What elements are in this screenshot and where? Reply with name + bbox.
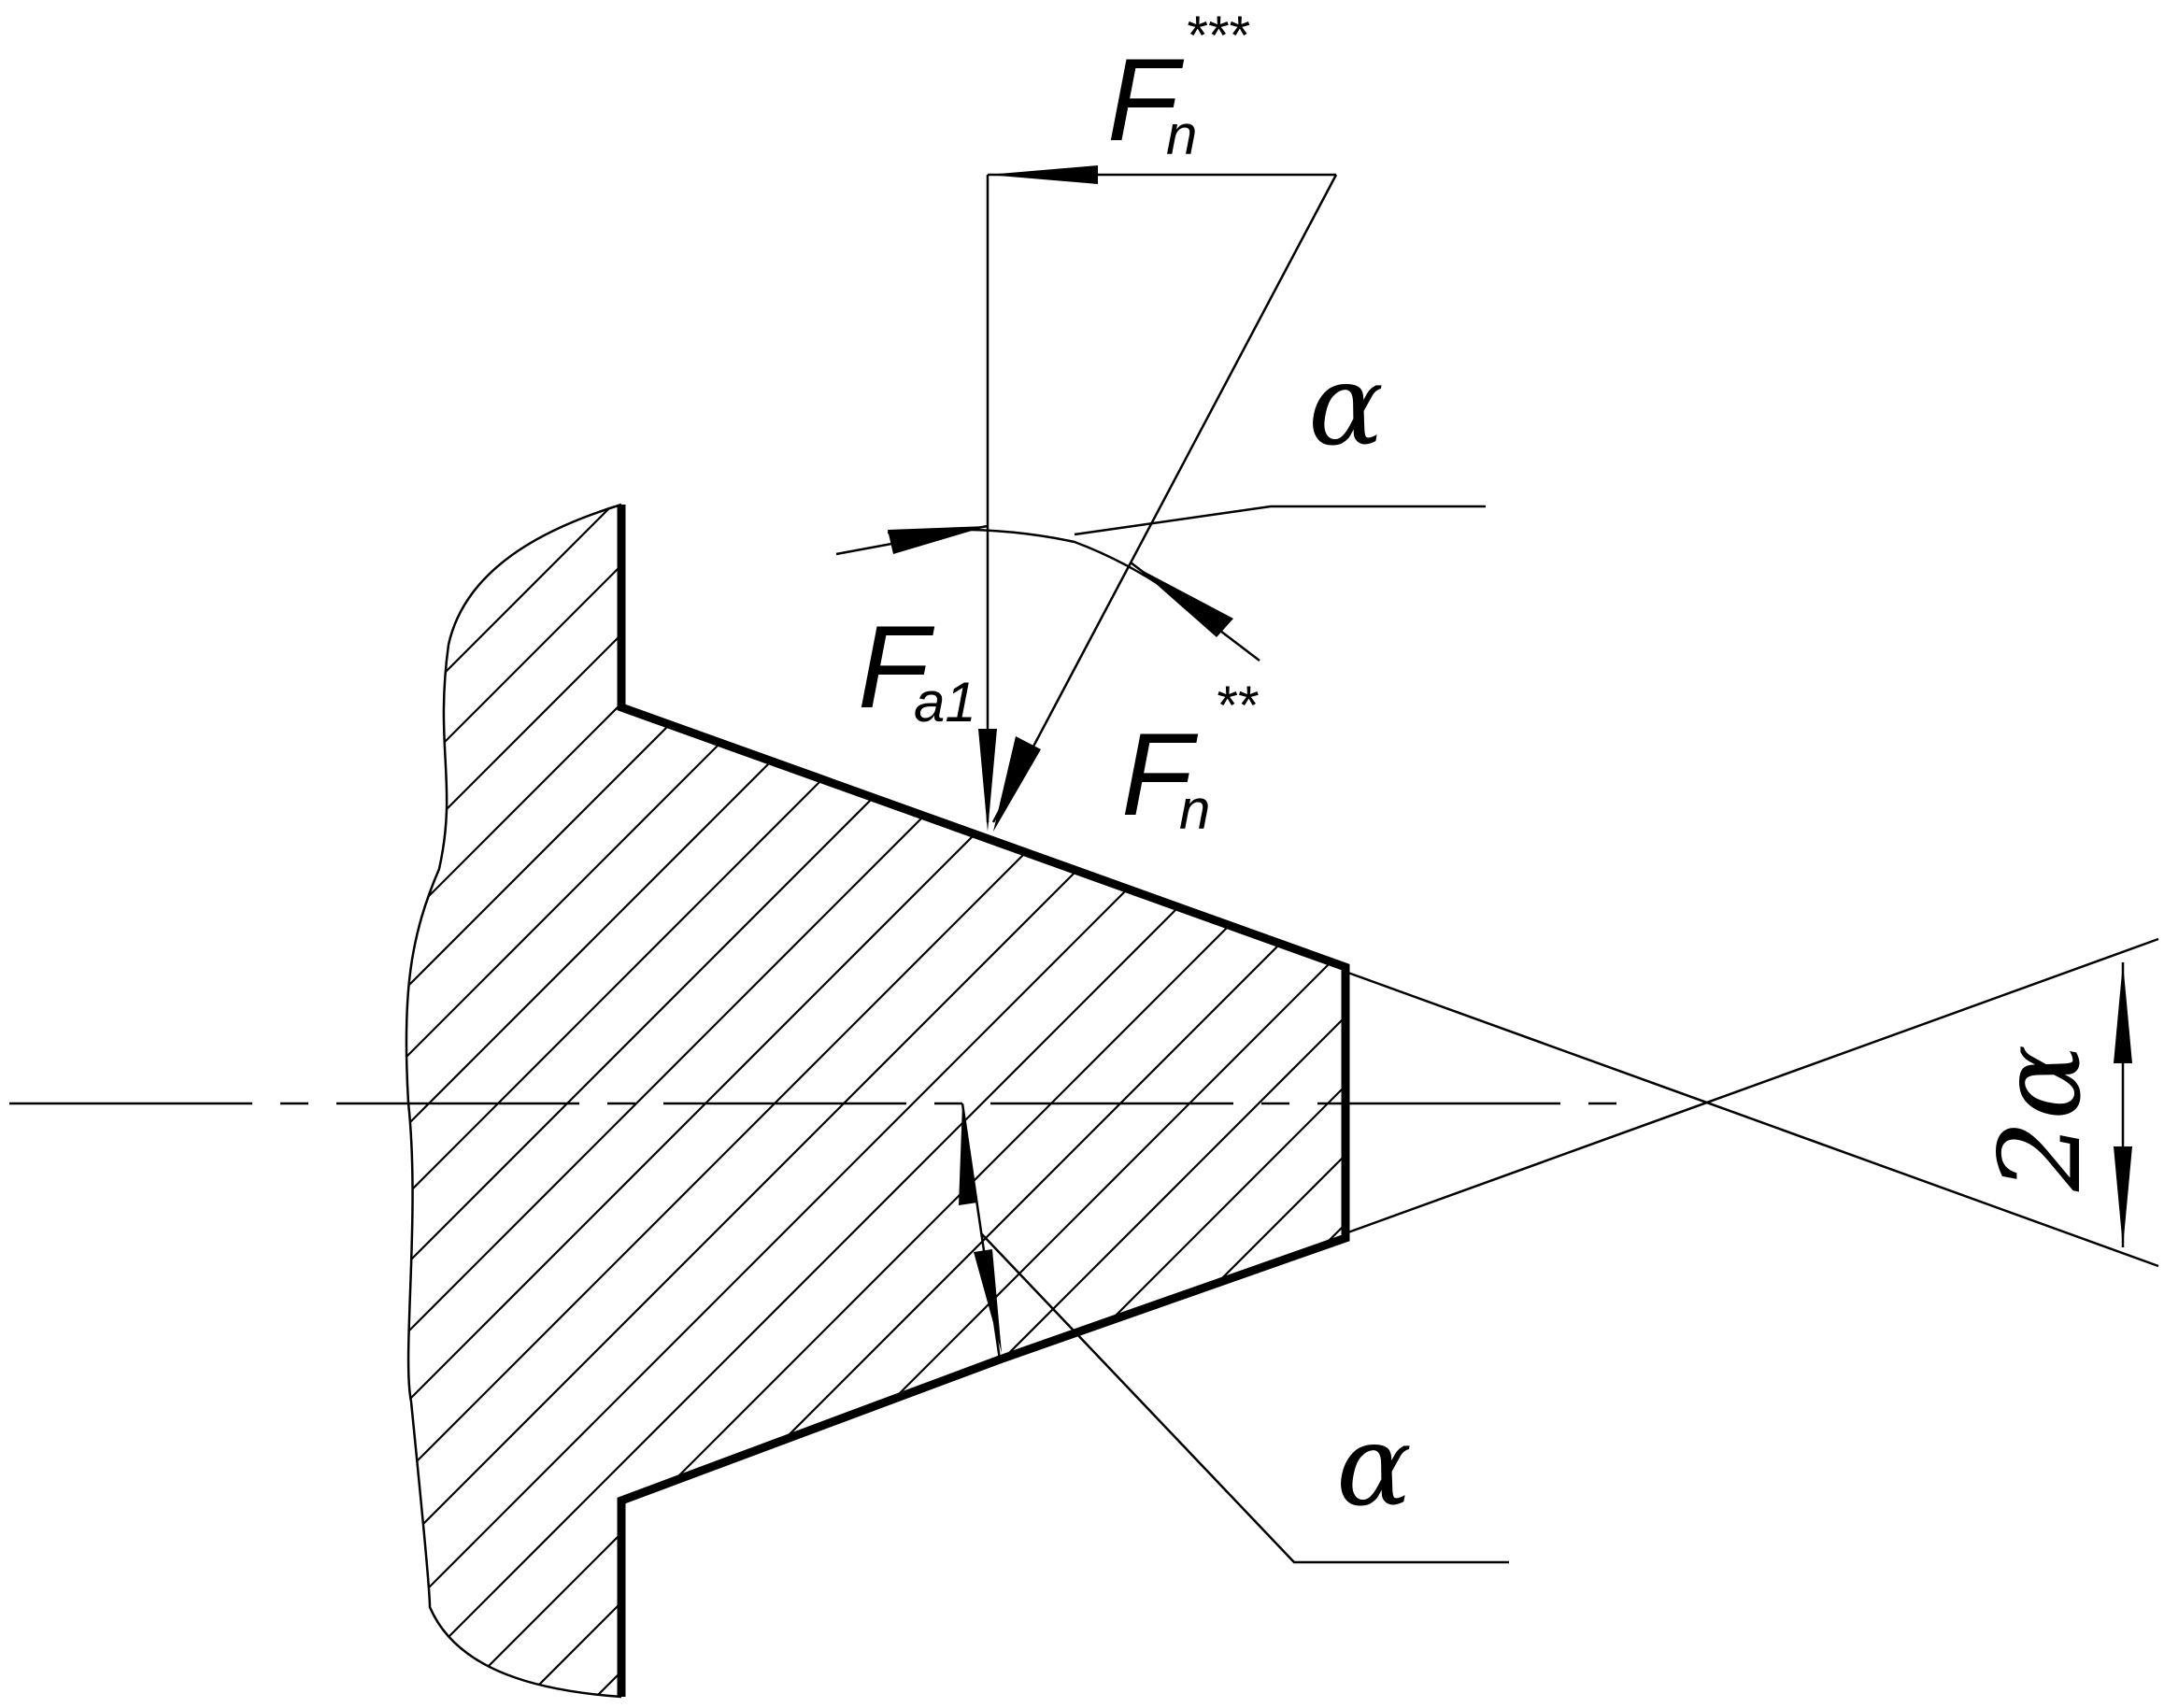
label-f-a1: F a1 — [858, 603, 976, 733]
hatch-line — [406, 505, 1345, 1697]
svg-text:n: n — [1166, 104, 1197, 166]
hatch-line — [406, 505, 1257, 1697]
hatch-line — [862, 505, 1345, 1697]
hatch-line — [406, 505, 1118, 1697]
hatch-line — [1001, 505, 1345, 1697]
hatch-line — [406, 505, 980, 1697]
lower-angle-arrow-down — [974, 1249, 1002, 1353]
svg-text:F: F — [858, 603, 935, 733]
hatch-line — [1555, 0, 2164, 1708]
force-fn3-arrowhead — [988, 165, 1098, 184]
cone-extension-lower — [1345, 937, 2159, 1235]
svg-text:F: F — [1107, 36, 1185, 165]
force-fn2-line — [991, 174, 1338, 823]
hatch-line — [406, 505, 1188, 1697]
label-alpha-top: α — [1308, 341, 1384, 471]
lower-angle-arrow-up — [959, 1103, 977, 1205]
label-f-n-star3: F n *** — [1107, 6, 1250, 166]
hatch-line — [406, 505, 1345, 1697]
alpha-top-leader — [1074, 505, 1486, 536]
hatch-line — [724, 505, 1345, 1697]
hatch-line — [406, 505, 1049, 1697]
hatch-line — [406, 505, 1345, 1697]
svg-text:a1: a1 — [914, 671, 976, 733]
angle-arc-top — [887, 528, 1216, 627]
hatch-line — [406, 505, 1345, 1697]
svg-text:n: n — [1179, 778, 1210, 841]
arc-arrow-left — [888, 526, 988, 554]
hatch-line — [1070, 505, 1345, 1697]
svg-text:***: *** — [1185, 6, 1250, 66]
hatch-line — [406, 505, 1345, 1697]
alpha-bottom-leader — [980, 1232, 1509, 1564]
force-fn2-arrowhead — [993, 736, 1041, 832]
hatch-line — [1486, 0, 2164, 1708]
label-alpha-bottom: α — [1336, 1402, 1412, 1531]
label-two-alpha: 2α — [1976, 1045, 2106, 1192]
part-outline-top — [617, 505, 1350, 1697]
hatch-line — [1347, 0, 2164, 1708]
svg-text:**: ** — [1215, 676, 1260, 736]
hatch-line — [406, 505, 1345, 1697]
hatch-line — [406, 505, 1345, 1697]
force-fa1-arrowhead — [978, 729, 997, 832]
label-f-n-star2: F n ** — [1121, 676, 1260, 841]
hatch-line — [406, 505, 842, 1697]
hatch-line — [793, 505, 1345, 1697]
two-alpha-arrow-bottom — [2114, 1146, 2132, 1247]
hatch-line — [406, 505, 1326, 1697]
svg-text:F: F — [1121, 710, 1199, 840]
hatch-line — [406, 505, 1345, 1697]
hatch-line — [932, 505, 1345, 1697]
arc-arrow-right — [1138, 568, 1233, 637]
hatch-line — [406, 505, 1345, 1697]
two-alpha-arrow-top — [2114, 962, 2132, 1063]
break-line — [405, 503, 622, 1699]
hatch-line — [1417, 0, 2164, 1708]
hatch-line — [406, 505, 1345, 1697]
hatch-line — [448, 505, 1345, 1697]
hatch-line — [406, 505, 1345, 1697]
hatch-line — [406, 505, 911, 1697]
cone-extension-upper — [1345, 970, 2159, 1268]
hatch-line — [406, 505, 1345, 1697]
